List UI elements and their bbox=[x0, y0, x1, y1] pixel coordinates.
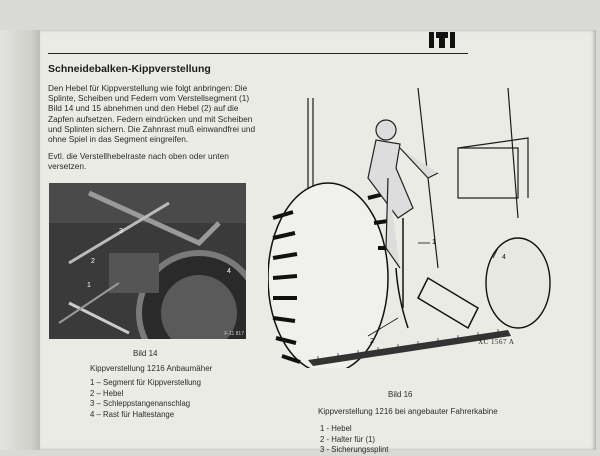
adjacent-page-edge bbox=[0, 30, 40, 450]
figure-16-line-drawing bbox=[268, 87, 551, 368]
photo-callout-3: 3 bbox=[119, 228, 123, 235]
mower-mount-photo-graphic: 3 2 1 4 bbox=[49, 183, 246, 339]
photo-callout-4: 4 bbox=[227, 268, 231, 275]
figure-14-label: Bild 14 bbox=[133, 349, 158, 358]
header-rule bbox=[48, 53, 468, 54]
legend-item: 4 – Rast für Haltestange bbox=[90, 409, 175, 419]
figure-16-legend: 1 - Hebel 2 - Halter für (1) 3 - Sicheru… bbox=[320, 424, 388, 456]
figure-14-legend: 1 – Segment für Kippverstellung 2 – Hebe… bbox=[90, 378, 201, 420]
photo-callout-2: 2 bbox=[91, 258, 95, 265]
figure-14-photo: 3 2 1 4 F-11 817 bbox=[49, 183, 246, 339]
drawing-callout-4: 4 bbox=[502, 254, 506, 261]
figure-16-label: Bild 16 bbox=[388, 390, 413, 399]
photo-code: F-11 817 bbox=[224, 331, 244, 337]
photo-callout-1: 1 bbox=[87, 282, 91, 289]
ih-logo-icon bbox=[429, 32, 455, 48]
figure-14-caption: Kippverstellung 1216 Anbaumäher bbox=[90, 364, 213, 373]
section-title: Schneidebalken-Kippverstellung bbox=[48, 63, 211, 75]
drawing-callout-2: 2 bbox=[370, 338, 374, 345]
instruction-paragraph: Den Hebel für Kippverstellung wie folgt … bbox=[48, 83, 256, 145]
drawing-code: XC 1567 A bbox=[478, 338, 515, 346]
legend-item: 3 – Schleppstangenanschlag bbox=[90, 399, 191, 408]
legend-item: 2 - Halter für (1) bbox=[320, 434, 376, 444]
legend-item: 1 – Segment für Kippverstellung bbox=[90, 378, 201, 387]
legend-item: 2 – Hebel bbox=[90, 388, 124, 398]
legend-item: 1 - Hebel bbox=[320, 424, 352, 433]
legend-item: 3 - Sicherungssplint bbox=[320, 445, 389, 454]
drawing-callout-1: 1 bbox=[432, 239, 436, 246]
adjustment-note: Evtl. die Verstellhebelraste nach oben o… bbox=[48, 151, 229, 172]
figure-16-caption: Kippverstellung 1216 bei angebauter Fahr… bbox=[318, 407, 498, 416]
